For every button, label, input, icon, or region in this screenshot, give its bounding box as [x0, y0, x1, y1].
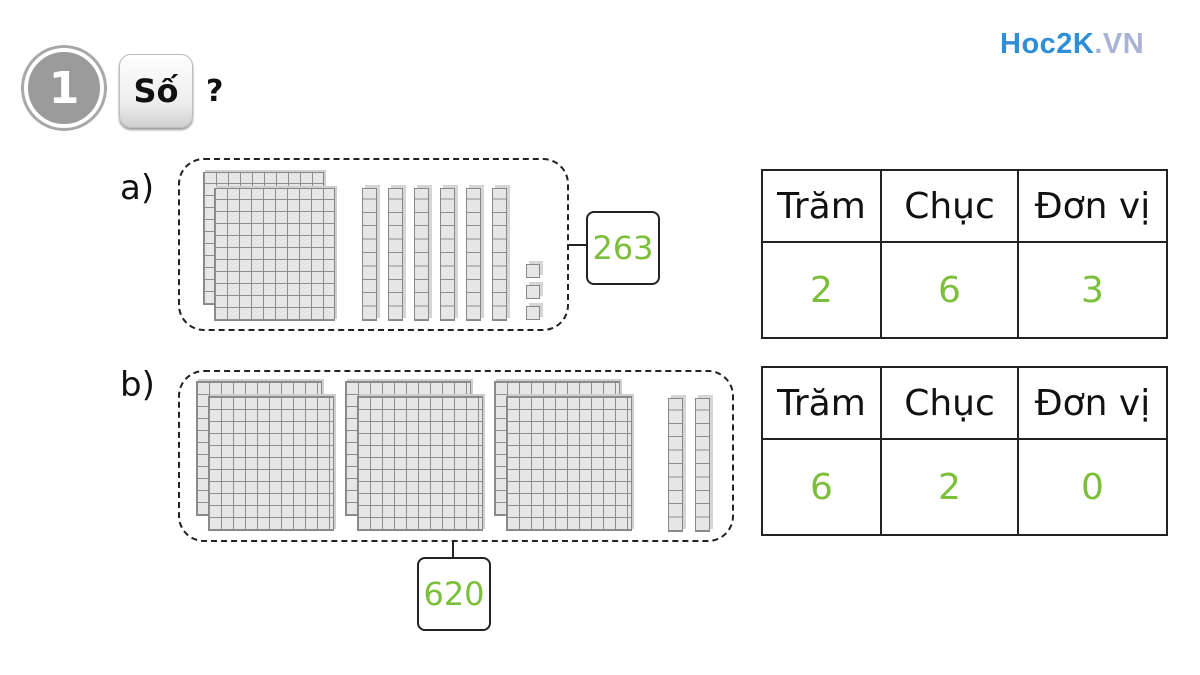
- header-ones: Đơn vị: [1017, 169, 1168, 243]
- part-a-label: a): [120, 168, 155, 208]
- ten-rod-block: [362, 188, 377, 321]
- ten-rod-block: [466, 188, 481, 321]
- exercise-prompt: ?: [206, 74, 224, 109]
- one-cube-block: [526, 264, 540, 278]
- header-ones: Đơn vị: [1017, 366, 1168, 440]
- hundred-flat-block: [208, 396, 334, 531]
- hundred-flat-block: [506, 396, 632, 531]
- one-cube-block: [526, 306, 540, 320]
- connector-line: [452, 542, 454, 558]
- value-hundreds: 2: [761, 241, 882, 339]
- value-ones: 3: [1017, 241, 1168, 339]
- part-a-answer-box: 263: [586, 211, 660, 285]
- exercise-type-badge: Số: [119, 54, 193, 128]
- header-hundreds: Trăm: [761, 366, 882, 440]
- hundred-flat-block: [357, 396, 483, 531]
- ten-rod-block: [492, 188, 507, 321]
- hundred-flat-block: [214, 188, 335, 321]
- value-tens: 2: [880, 438, 1019, 536]
- ten-rod-block: [414, 188, 429, 321]
- header-tens: Chục: [880, 366, 1019, 440]
- part-b-label: b): [120, 365, 155, 405]
- connector-line: [569, 244, 587, 246]
- ten-rod-block: [388, 188, 403, 321]
- ten-rod-block: [668, 398, 683, 532]
- header-tens: Chục: [880, 169, 1019, 243]
- part-a-blocks-frame: [178, 158, 569, 331]
- exercise-number-badge: 1: [24, 48, 104, 128]
- hoc2k-logo: Hoc2K.VN: [1000, 28, 1145, 60]
- ten-rod-block: [695, 398, 710, 532]
- one-cube-block: [526, 285, 540, 299]
- ten-rod-block: [440, 188, 455, 321]
- value-tens: 6: [880, 241, 1019, 339]
- header-hundreds: Trăm: [761, 169, 882, 243]
- value-hundreds: 6: [761, 438, 882, 536]
- part-b-answer-box: 620: [417, 557, 491, 631]
- part-b-blocks-frame: [178, 370, 734, 542]
- value-ones: 0: [1017, 438, 1168, 536]
